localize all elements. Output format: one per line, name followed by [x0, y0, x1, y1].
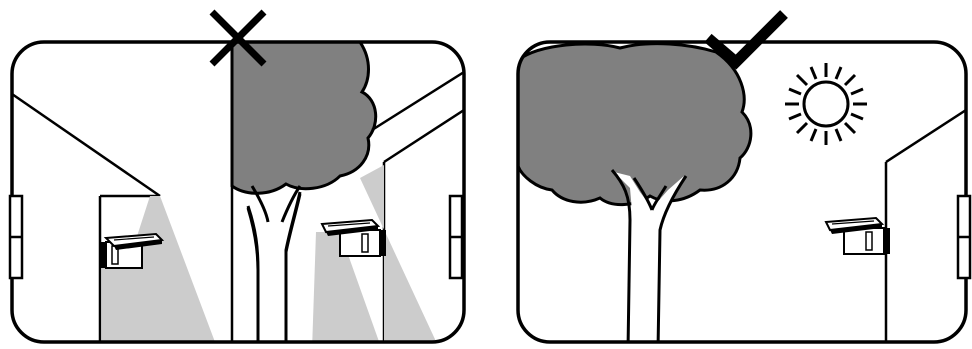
right-panel	[518, 14, 970, 349]
checkmark-icon	[708, 14, 784, 62]
solar-lamp	[826, 218, 890, 254]
left-panel	[10, 12, 464, 349]
sun-icon	[785, 63, 867, 145]
building-wall	[886, 110, 966, 349]
tree	[518, 44, 751, 349]
